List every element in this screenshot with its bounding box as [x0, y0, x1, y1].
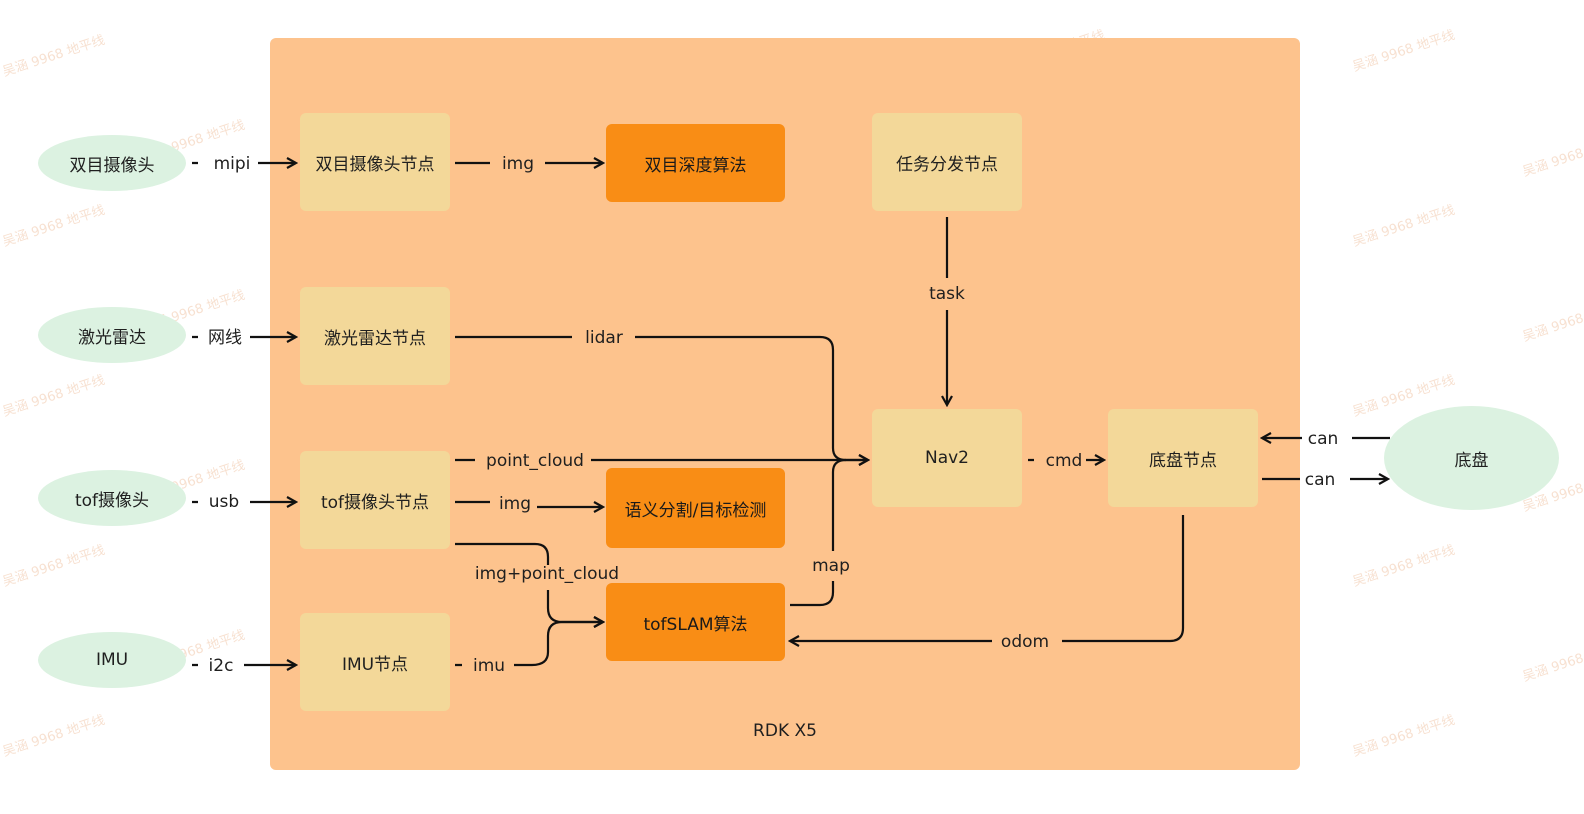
edge-label-can-out: can — [1304, 470, 1336, 490]
sensor-stereo-camera-label: 双目摄像头 — [69, 155, 155, 176]
node-tof-camera-label: tof摄像头节点 — [320, 492, 430, 513]
node-stereo-camera-label: 双目摄像头节点 — [315, 154, 435, 175]
edge-label-can-in: can — [1307, 429, 1339, 449]
edge-label-i2c: i2c — [208, 656, 234, 676]
edge-label-network-cable: 网线 — [208, 328, 242, 348]
sensor-tof-camera: tof摄像头 — [38, 470, 186, 526]
edge-label-img-stereo: img — [501, 154, 535, 174]
sensor-tof-camera-label: tof摄像头 — [74, 490, 150, 511]
watermark: 吴涵 9968 地平线 — [1350, 27, 1457, 75]
algo-segmentation-detection: 语义分割/目标检测 — [606, 468, 785, 548]
node-lidar: 激光雷达节点 — [300, 287, 450, 385]
edge-label-odom: odom — [1000, 632, 1050, 652]
edge-label-task: task — [929, 284, 965, 304]
node-nav2: Nav2 — [872, 409, 1022, 507]
algo-stereo-depth-label: 双目深度算法 — [644, 155, 747, 176]
node-lidar-label: 激光雷达节点 — [324, 328, 426, 349]
sensor-lidar: 激光雷达 — [38, 307, 186, 363]
sensor-lidar-label: 激光雷达 — [78, 327, 146, 348]
watermark: 吴涵 9968 地平线 — [0, 202, 107, 250]
watermark: 吴涵 9968 地平线 — [0, 542, 107, 590]
sensor-stereo-camera: 双目摄像头 — [38, 135, 186, 191]
node-imu: IMU节点 — [300, 613, 450, 711]
algo-segmentation-detection-label: 语义分割/目标检测 — [624, 500, 767, 521]
watermark: 吴涵 9968 地平线 — [1350, 202, 1457, 250]
node-task-dispatch-label: 任务分发节点 — [896, 154, 998, 175]
watermark: 吴涵 9968 地平线 — [0, 372, 107, 420]
sensor-imu-label: IMU — [95, 650, 129, 670]
node-stereo-camera: 双目摄像头节点 — [300, 113, 450, 211]
edge-label-lidar: lidar — [585, 328, 623, 348]
sensor-chassis-label: 底盘 — [1454, 450, 1489, 471]
algo-stereo-depth: 双目深度算法 — [606, 124, 785, 202]
watermark: 吴涵 9968 地平线 — [0, 32, 107, 80]
watermark: 吴涵 9968 地平线 — [1520, 133, 1584, 180]
node-tof-camera: tof摄像头节点 — [300, 451, 450, 549]
edge-label-point-cloud: point_cloud — [486, 451, 584, 471]
watermark: 吴涵 9968 地平线 — [1350, 712, 1457, 760]
edge-label-img-tof: img — [498, 494, 532, 514]
node-nav2-label: Nav2 — [924, 448, 969, 468]
algo-tof-slam: tofSLAM算法 — [606, 583, 785, 661]
edge-label-usb: usb — [208, 492, 240, 512]
node-chassis: 底盘节点 — [1108, 409, 1258, 507]
watermark: 吴涵 9968 地平线 — [1350, 542, 1457, 590]
sensor-chassis: 底盘 — [1384, 406, 1559, 510]
node-imu-label: IMU节点 — [341, 654, 409, 675]
watermark: 吴涵 9968 地平线 — [0, 712, 107, 760]
watermark: 吴涵 9968 地平线 — [1520, 298, 1584, 345]
node-chassis-label: 底盘节点 — [1149, 450, 1217, 471]
node-task-dispatch: 任务分发节点 — [872, 113, 1022, 211]
edge-label-map: map — [812, 556, 850, 576]
algo-tof-slam-label: tofSLAM算法 — [643, 614, 748, 635]
edge-label-imu: imu — [472, 656, 506, 676]
board-title: RDK X5 — [753, 721, 817, 741]
watermark: 吴涵 9968 地平线 — [1520, 638, 1584, 685]
edge-label-mipi: mipi — [213, 154, 251, 174]
edge-label-cmd: cmd — [1045, 451, 1083, 471]
edge-label-img-point-cloud: img+point_cloud — [474, 564, 620, 584]
sensor-imu: IMU — [38, 632, 186, 688]
